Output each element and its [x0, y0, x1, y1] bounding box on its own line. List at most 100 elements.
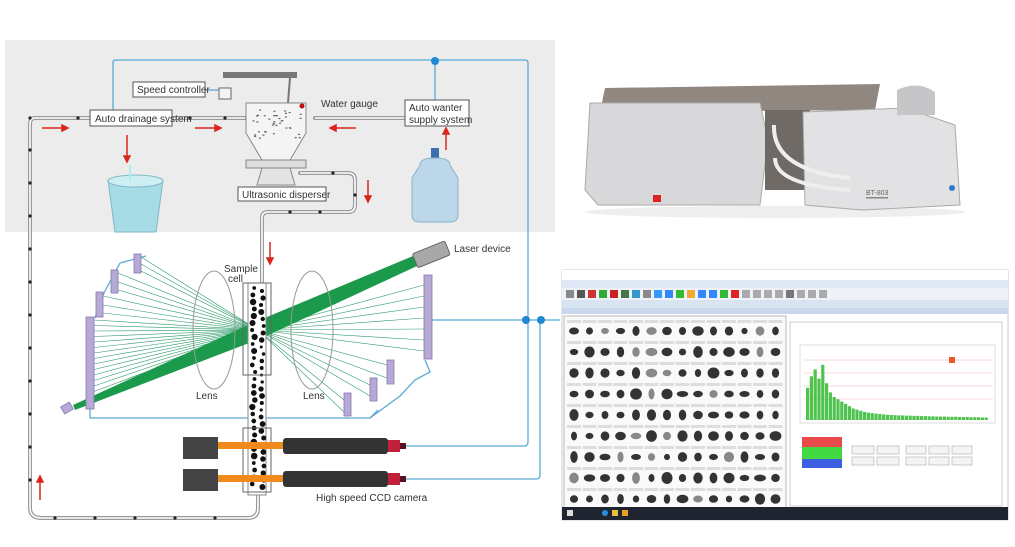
start-button-icon[interactable]	[567, 510, 573, 516]
particle-thumbnail	[615, 327, 626, 335]
thumbnail-caption	[691, 320, 705, 323]
tank-particle	[273, 114, 276, 117]
particle-thumbnail	[600, 390, 610, 398]
particle	[252, 432, 258, 438]
thumbnail-caption	[582, 320, 597, 323]
arrow-right-icon	[42, 123, 70, 133]
tank-particle	[298, 133, 301, 136]
tank-particle	[298, 137, 301, 139]
particle-thumbnail	[739, 411, 750, 419]
particle-thumbnail	[630, 432, 642, 440]
particle-thumbnail	[645, 368, 658, 378]
particle-thumbnail	[585, 367, 594, 379]
particle-thumbnail	[678, 326, 687, 336]
particle-thumbnail	[569, 390, 579, 398]
thumbnail-caption	[753, 341, 767, 344]
detector-arrays	[60, 253, 433, 417]
histogram-bar	[984, 417, 988, 420]
particle	[249, 298, 257, 306]
app-logo-icon	[949, 357, 955, 363]
thumbnail-caption	[737, 467, 752, 470]
particle-thumbnail	[770, 347, 781, 357]
particle-thumbnail	[723, 472, 735, 484]
particle-thumbnail	[707, 367, 720, 379]
histogram-bar	[969, 417, 973, 420]
toolbar-button	[797, 290, 805, 298]
thumbnail-caption	[629, 341, 643, 344]
particle-thumbnail	[724, 431, 734, 441]
histogram-bar	[942, 416, 946, 420]
particle	[259, 288, 265, 294]
light-ray	[257, 317, 425, 331]
particle-thumbnail	[569, 368, 579, 378]
particle-thumbnail	[740, 431, 749, 441]
particle-thumbnail	[723, 451, 735, 463]
thumbnail-caption	[722, 404, 736, 407]
pipe-joint	[173, 516, 177, 520]
histogram-bar	[961, 417, 965, 420]
thumbnail-caption	[582, 362, 597, 365]
particle-thumbnail	[584, 346, 595, 358]
ultrasonic-disperser-box	[237, 186, 327, 202]
histogram-bar	[946, 416, 950, 420]
thumbnail-caption	[582, 488, 597, 491]
histogram-bar	[958, 417, 962, 420]
light-ray	[102, 312, 259, 331]
particle	[251, 383, 257, 389]
thumbnail-caption	[691, 488, 705, 491]
particle-thumbnail	[709, 348, 718, 356]
particle-thumbnail	[600, 368, 610, 378]
thumbnail-caption	[613, 320, 628, 323]
tank-particle	[273, 110, 276, 112]
light-ray	[257, 329, 371, 386]
thumbnail-caption	[675, 425, 690, 428]
thumbnail-caption	[706, 467, 721, 470]
thumbnail-caption	[613, 404, 628, 407]
thumbnail-caption	[768, 467, 783, 470]
tank-particle	[299, 117, 302, 119]
lens-left	[192, 270, 236, 390]
browser-icon[interactable]	[602, 510, 608, 516]
particle-thumbnail	[771, 389, 780, 399]
tank-particle	[275, 115, 278, 117]
particle-thumbnail	[661, 388, 673, 400]
particle-thumbnail	[723, 347, 735, 357]
particle-thumbnail	[617, 451, 624, 463]
tank-particle	[284, 110, 287, 112]
particle-thumbnail	[646, 409, 657, 421]
histogram-bar	[950, 416, 954, 420]
particle-thumbnail	[724, 390, 734, 398]
control-buttons[interactable]	[851, 445, 973, 466]
particle-thumbnail	[754, 493, 766, 505]
detector	[85, 316, 95, 410]
folder-icon[interactable]	[612, 510, 618, 516]
thumbnail-caption	[598, 404, 612, 407]
particle	[261, 324, 266, 328]
size-distribution-chart	[799, 344, 996, 424]
particle	[252, 397, 258, 403]
particle-thumbnail	[631, 367, 641, 379]
particle-thumbnail	[677, 430, 688, 442]
thumbnail-caption	[753, 320, 767, 323]
particle-thumbnail	[616, 346, 625, 358]
toolbar-button	[753, 290, 761, 298]
particle-thumbnail	[692, 326, 704, 336]
tank-particle	[272, 133, 275, 135]
speed-controller-box	[132, 81, 206, 98]
lens-right	[290, 270, 334, 390]
histogram-bar	[870, 413, 874, 420]
pipe-joints	[28, 116, 357, 520]
tank-particle	[285, 127, 288, 129]
particle	[259, 366, 264, 370]
pipe-joint	[133, 516, 137, 520]
detector	[386, 359, 395, 385]
thumbnail-caption	[644, 320, 659, 323]
particle-thumbnail	[709, 472, 718, 484]
particle-thumbnail	[756, 410, 764, 420]
particle-thumbnail	[645, 347, 658, 357]
thumbnail-caption	[613, 383, 628, 386]
particle-thumbnail	[569, 495, 579, 503]
app-taskbar-icon[interactable]	[622, 510, 628, 516]
thumbnail-caption	[629, 425, 643, 428]
particle-thumbnail	[724, 326, 734, 336]
